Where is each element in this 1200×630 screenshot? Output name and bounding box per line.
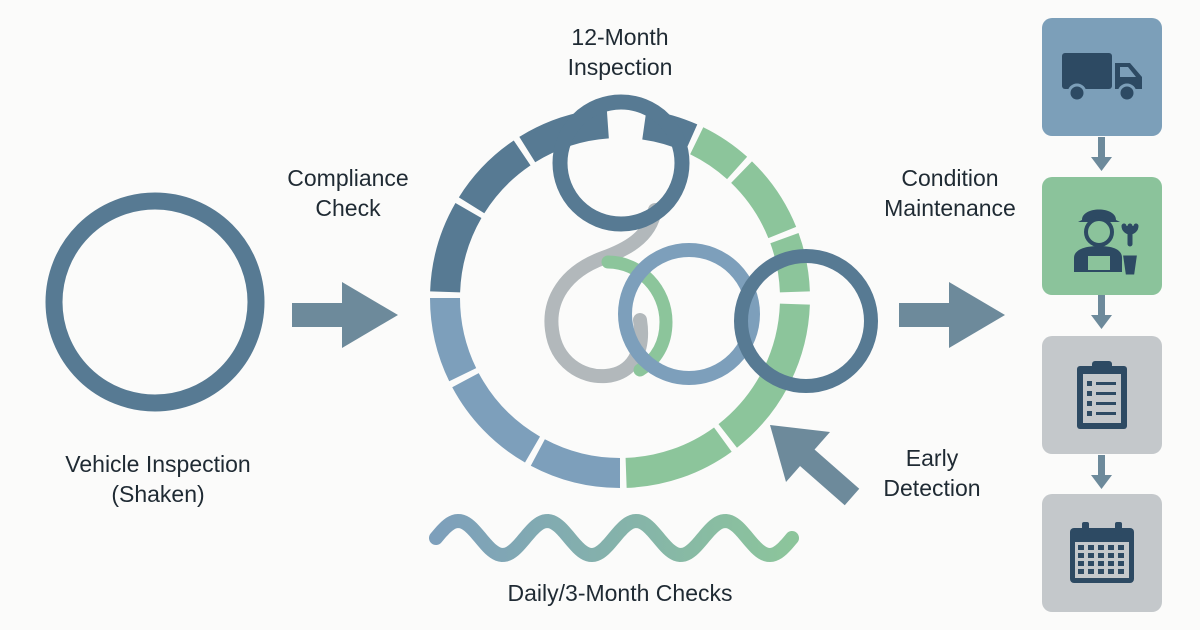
calendar-day-cell xyxy=(1078,569,1084,574)
calendar-day-cell xyxy=(1098,553,1104,558)
calendar-day-cell xyxy=(1078,561,1084,566)
vehicle-inspection-ring xyxy=(45,192,265,412)
ring-segment xyxy=(731,161,797,239)
truck-icon xyxy=(1062,53,1142,103)
twelve-month-ring xyxy=(552,94,690,232)
calendar-day-cell xyxy=(1108,569,1114,574)
sidebar-connector-arrow-icon xyxy=(1091,295,1112,329)
inner-green-arc xyxy=(601,255,673,377)
early-detection-arrow-icon xyxy=(770,425,860,506)
clipboard-icon xyxy=(1077,361,1127,429)
compliance-check-label: Compliance Check xyxy=(287,165,409,221)
calendar-day-cell xyxy=(1078,545,1084,550)
twelve-month-inspection-label: 12-Month Inspection xyxy=(567,24,673,80)
ring-segment xyxy=(452,373,540,463)
calendar-day-cell xyxy=(1098,545,1104,550)
sidebar-connector-arrow-icon xyxy=(1091,137,1112,171)
calendar-day-cell xyxy=(1088,553,1094,558)
calendar-step-box xyxy=(1042,494,1162,612)
ring-segment xyxy=(430,298,477,382)
ring-segment xyxy=(430,203,482,293)
ring-segment xyxy=(718,373,788,448)
mechanic-icon xyxy=(1074,209,1139,275)
arrow-right-icon xyxy=(899,282,1005,348)
daily-checks-wave xyxy=(429,513,799,563)
condition-maintenance-label: Condition Maintenance xyxy=(884,165,1016,221)
vehicle-inspection-label: Vehicle Inspection (Shaken) xyxy=(65,451,251,507)
ring-segment xyxy=(763,303,810,382)
arrow-right-icon xyxy=(292,282,398,348)
ring-segment xyxy=(458,140,531,214)
calendar-day-cell xyxy=(1098,569,1104,574)
calendar-day-cell xyxy=(1078,553,1084,558)
truck-step-box xyxy=(1042,18,1162,136)
mechanic-step-box xyxy=(1042,177,1162,295)
calendar-day-cell xyxy=(1098,561,1104,566)
calendar-day-cell xyxy=(1088,545,1094,550)
right-dark-ring xyxy=(734,249,878,393)
ring-segment xyxy=(690,127,748,180)
middle-blue-ring xyxy=(618,243,760,385)
ring-segment xyxy=(625,427,732,488)
calendar-day-cell xyxy=(1118,545,1124,550)
calendar-day-cell xyxy=(1108,545,1114,550)
early-detection-label: Early Detection xyxy=(883,445,981,501)
inspection-cycle-ring xyxy=(430,108,810,488)
calendar-day-cell xyxy=(1118,561,1124,566)
calendar-day-cell xyxy=(1118,569,1124,574)
calendar-icon xyxy=(1070,522,1134,583)
ring-segment xyxy=(530,439,620,488)
calendar-day-cell xyxy=(1108,553,1114,558)
sidebar-connector-arrow-icon xyxy=(1091,455,1112,489)
calendar-day-cell xyxy=(1088,561,1094,566)
daily-checks-label: Daily/3-Month Checks xyxy=(507,580,733,606)
calendar-day-cell xyxy=(1108,561,1114,566)
clipboard-step-box xyxy=(1042,336,1162,454)
calendar-day-cell xyxy=(1118,553,1124,558)
gray-loop xyxy=(544,203,662,384)
calendar-day-cell xyxy=(1088,569,1094,574)
